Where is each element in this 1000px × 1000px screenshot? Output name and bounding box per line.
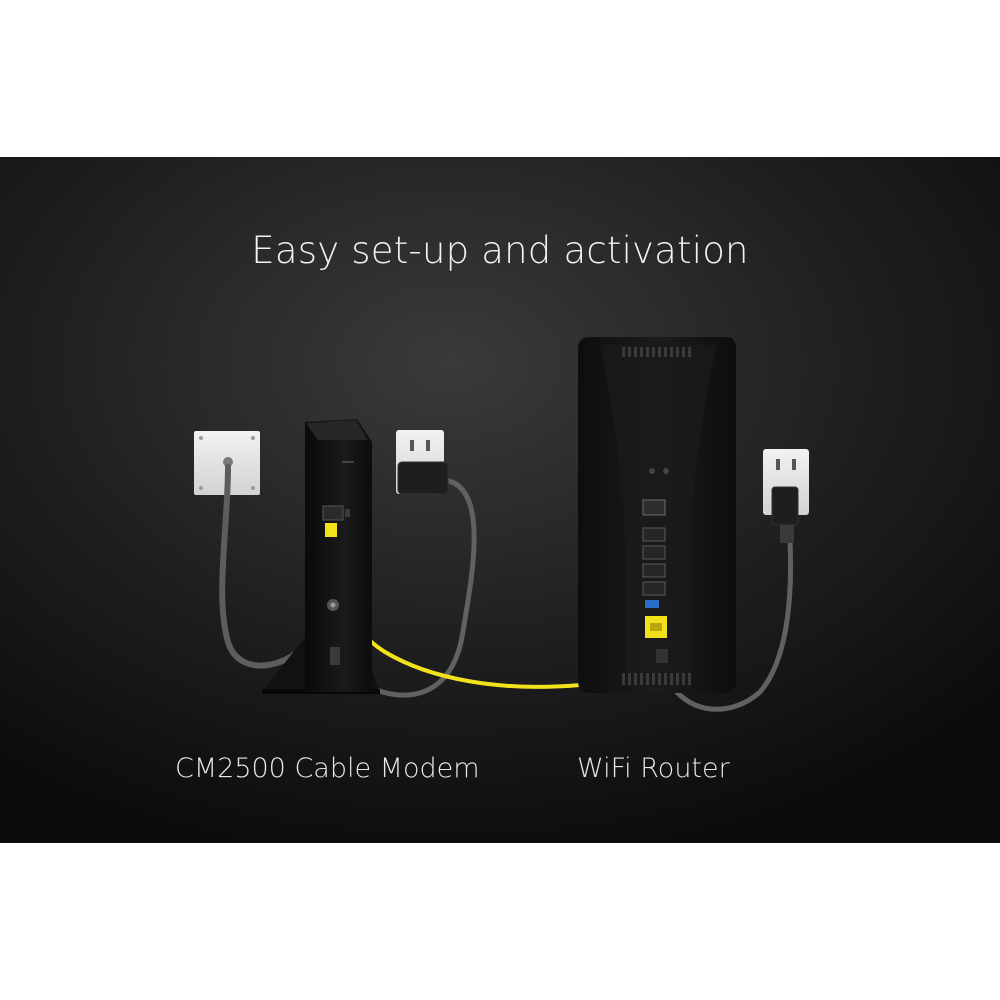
wifi-router-icon — [578, 337, 736, 693]
setup-diagram — [0, 157, 1000, 843]
router-label: WiFi Router — [577, 753, 730, 784]
setup-banner: Easy set-up and activation CM2500 Cable … — [0, 157, 1000, 843]
router-power-cable — [659, 539, 794, 712]
ethernet-plug — [325, 523, 337, 537]
coax-wall-plate-icon — [194, 431, 260, 495]
page-title: Easy set-up and activation — [251, 229, 749, 272]
modem-label: CM2500 Cable Modem — [175, 753, 480, 784]
cable-modem-icon — [262, 419, 380, 694]
modem-power-adapter — [397, 461, 449, 495]
router-power-plug — [771, 486, 799, 543]
banner-background — [0, 157, 1000, 843]
